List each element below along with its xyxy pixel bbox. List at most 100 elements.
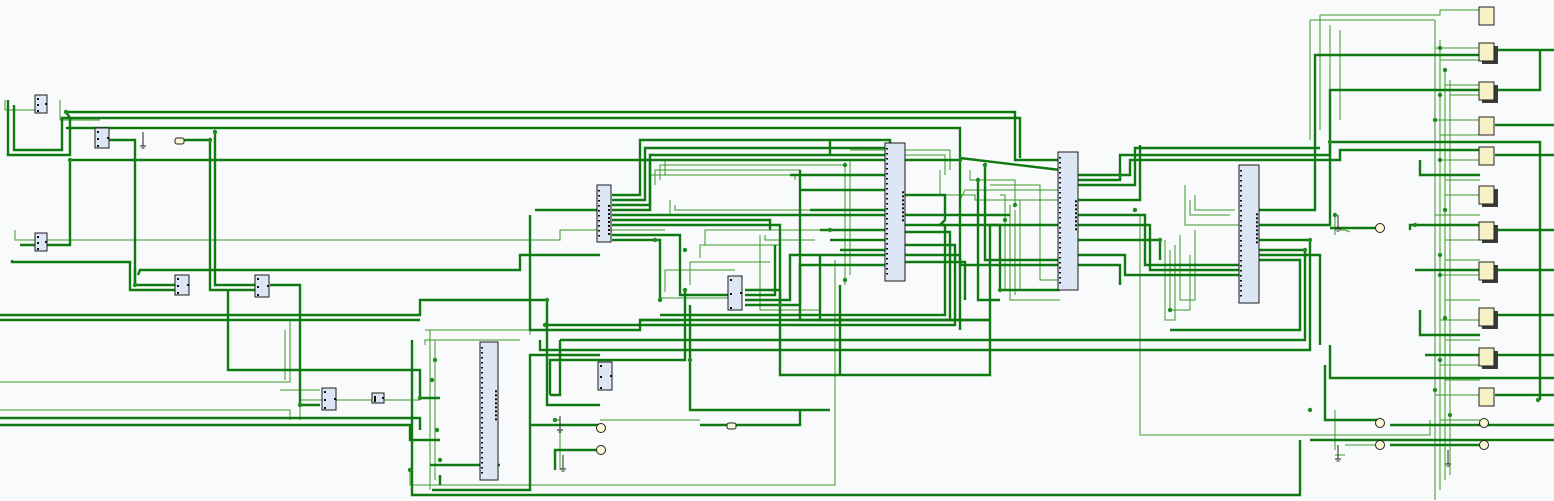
signal-wire <box>1139 215 1431 436</box>
wire-junction <box>1167 307 1173 313</box>
wire-junction <box>687 357 693 363</box>
bus-wire <box>940 223 1060 292</box>
probe-2[interactable] <box>596 423 606 433</box>
gate-pin <box>600 387 602 389</box>
output-pin-4[interactable] <box>1478 116 1495 136</box>
probe-1[interactable] <box>1375 223 1385 233</box>
signal-wire <box>659 164 846 285</box>
wire-junction <box>417 395 423 401</box>
block-input-pin <box>1240 180 1242 182</box>
bus-wire <box>1418 310 1480 337</box>
output-pin-11[interactable] <box>1478 387 1495 407</box>
probe-5[interactable] <box>1375 440 1385 450</box>
output-pin-8[interactable] <box>1478 261 1495 281</box>
wire-junction <box>975 177 981 183</box>
block-output-pin <box>1075 224 1077 227</box>
constant-source[interactable] <box>726 422 737 430</box>
logic-block-3[interactable] <box>884 142 906 282</box>
block-input-pin <box>1059 232 1061 234</box>
gate-pin <box>37 242 39 244</box>
wire-junction <box>1327 139 1333 145</box>
signal-wire <box>1194 195 1235 211</box>
block-input-pin <box>481 457 483 459</box>
probe-3[interactable] <box>596 445 606 455</box>
wire-junction <box>552 417 558 423</box>
bus-wire <box>1078 145 1142 202</box>
bus-wire <box>410 340 1302 497</box>
block-input-pin <box>1240 215 1242 217</box>
block-input-pin <box>886 268 888 270</box>
probe-7[interactable] <box>1479 440 1489 450</box>
block-input-pin <box>481 352 483 354</box>
signal-wire <box>689 261 770 285</box>
output-pin-5[interactable] <box>1478 146 1495 166</box>
bus-wire <box>745 245 777 297</box>
wire-junction <box>1307 407 1313 413</box>
block-input-pin <box>886 203 888 205</box>
wire-junction <box>1437 45 1443 51</box>
bus-wire <box>553 448 600 470</box>
bus-wire <box>1328 345 1554 380</box>
block-output-pin <box>1256 229 1258 232</box>
logic-block-5[interactable] <box>1238 164 1260 304</box>
thin-wire-layer <box>0 9 1480 500</box>
block-input-pin <box>481 417 483 419</box>
gate-pin <box>324 399 326 401</box>
probe-6[interactable] <box>1479 418 1489 428</box>
output-pin-7[interactable] <box>1478 221 1495 241</box>
wire-junction <box>67 157 73 163</box>
block-output-pin <box>608 220 610 223</box>
block-input-pin <box>481 452 483 454</box>
output-pin-1[interactable] <box>1478 6 1495 26</box>
wire-junction <box>652 237 658 243</box>
bus-wire <box>640 230 952 322</box>
wire-junction <box>1442 315 1448 321</box>
block-input-pin <box>1240 200 1242 202</box>
logic-block-1[interactable] <box>596 184 612 243</box>
bus-wire <box>1495 50 1542 92</box>
bus-wire <box>6 100 1060 162</box>
block-input-pin <box>481 367 483 369</box>
logic-block-4[interactable] <box>1057 151 1079 291</box>
constant-source[interactable] <box>174 137 185 145</box>
block-input-pin <box>1059 187 1061 189</box>
block-output-pin <box>902 199 904 202</box>
block-output-pin <box>902 195 904 198</box>
gate-pin <box>610 375 612 377</box>
gate-pin <box>730 307 732 309</box>
bus-wire <box>612 238 662 300</box>
block-input-pin <box>481 407 483 409</box>
wire-junction <box>1437 252 1443 258</box>
output-pin-10[interactable] <box>1478 347 1495 367</box>
block-input-pin <box>1240 260 1242 262</box>
logic-block-2[interactable] <box>479 341 499 481</box>
output-pin-9[interactable] <box>1478 307 1495 327</box>
block-output-pin <box>495 410 497 413</box>
probe-4[interactable] <box>1375 418 1385 428</box>
signal-wire <box>409 260 836 486</box>
block-input-pin <box>886 263 888 265</box>
output-pin-3[interactable] <box>1478 81 1495 101</box>
bus-wire <box>108 138 137 285</box>
gate-pin <box>97 138 99 140</box>
wire-junction <box>212 129 218 135</box>
signal-wire <box>1000 194 1006 290</box>
block-input-pin <box>481 387 483 389</box>
output-pin-2[interactable] <box>1478 42 1495 62</box>
block-output-pin <box>1075 200 1077 203</box>
bus-wire <box>1323 365 1380 422</box>
bus-wire <box>1418 160 1480 177</box>
output-pin-6[interactable] <box>1478 185 1495 205</box>
wire-junction <box>1437 272 1443 278</box>
block-input-pin <box>886 173 888 175</box>
wire-junction <box>407 467 413 473</box>
signal-wire <box>1320 9 1480 16</box>
block-input-pin <box>1240 250 1242 252</box>
thick-wire-layer <box>0 48 1554 497</box>
block-input-pin <box>886 153 888 155</box>
bus-wire <box>66 126 1061 172</box>
bus-wire <box>226 290 440 400</box>
signal-wire <box>659 297 730 300</box>
